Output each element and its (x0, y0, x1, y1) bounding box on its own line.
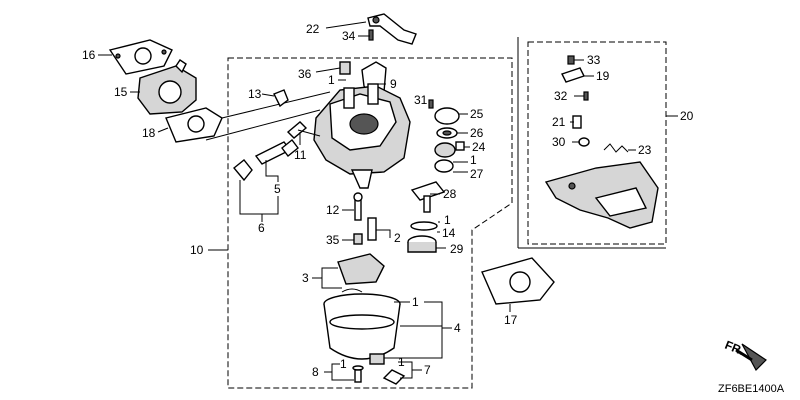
guide-line (205, 109, 321, 141)
valve-29-drawing (407, 235, 437, 253)
callout-16: 16 (82, 48, 96, 62)
callout-15: 15 (114, 85, 128, 99)
carburetor-assembly-boundary (227, 57, 513, 389)
leader-lines (98, 21, 678, 381)
callout-26: 26 (470, 126, 484, 140)
gasket-18-drawing (165, 107, 223, 143)
callout-2: 2 (394, 231, 401, 245)
pilot-screw-11-drawing (286, 121, 321, 139)
callout-9: 9 (390, 77, 397, 91)
bolt-7-drawing (382, 369, 406, 385)
callout-21: 21 (552, 115, 566, 129)
choke-lever-22-drawing (367, 13, 417, 45)
callout-20: 20 (680, 109, 694, 123)
needle-12-drawing (353, 192, 363, 221)
callout-1-c: 1 (444, 213, 451, 227)
callout-22: 22 (306, 22, 320, 36)
callout-12: 12 (326, 203, 340, 217)
callout-31: 31 (414, 93, 428, 107)
throttle-bracket-20-drawing (544, 161, 659, 229)
callout-14: 14 (442, 226, 456, 240)
callout-1-b: 1 (470, 153, 477, 167)
callout-23: 23 (638, 143, 652, 157)
callout-labels: 22 34 16 15 18 36 1 9 13 31 25 26 24 1 2… (82, 22, 785, 395)
diagram-code: ZF6BE1400A (718, 383, 785, 395)
callout-36: 36 (298, 67, 312, 81)
direction-arrow-icon (735, 343, 767, 371)
jets-drawing (353, 217, 377, 245)
callout-18: 18 (142, 126, 156, 140)
callout-1-e: 1 (340, 357, 347, 371)
callout-4: 4 (454, 321, 461, 335)
callout-10: 10 (190, 243, 204, 257)
callout-8: 8 (312, 365, 319, 379)
gasket-17-drawing (481, 257, 555, 305)
gasket-16-drawing (108, 39, 173, 75)
callout-27: 27 (470, 167, 484, 181)
spring-6-drawing (233, 159, 253, 182)
callout-24: 24 (472, 140, 486, 154)
small-parts-20-group (561, 55, 629, 153)
callout-35: 35 (326, 233, 340, 247)
callout-6: 6 (258, 221, 265, 235)
insulator-15-drawing (137, 59, 197, 115)
callout-28: 28 (443, 187, 457, 201)
guide-line (221, 91, 331, 119)
callout-5: 5 (274, 182, 281, 196)
carburetor-body-drawing (313, 83, 411, 189)
callout-11: 11 (294, 148, 307, 162)
float-28-drawing (410, 181, 446, 213)
float-3-drawing (337, 253, 385, 293)
callout-19: 19 (596, 69, 610, 83)
throttle-stop-screw-5-drawing (254, 139, 299, 165)
callout-33: 33 (587, 53, 601, 67)
callout-1-a: 1 (328, 73, 335, 87)
callout-17: 17 (504, 313, 518, 327)
callout-32: 32 (554, 89, 568, 103)
callout-29: 29 (450, 242, 464, 256)
callout-1-f: 1 (398, 355, 405, 369)
float-chamber-4-drawing (323, 293, 401, 365)
seal-14-drawing (410, 221, 438, 231)
callout-1-d: 1 (412, 295, 419, 309)
callout-34: 34 (342, 29, 356, 43)
direction-label: FR. (723, 338, 746, 358)
callout-7: 7 (424, 363, 431, 377)
clip-13-drawing (273, 89, 289, 108)
throttle-assembly-boundary (517, 37, 667, 249)
diaphragm-stack-drawing (428, 99, 465, 173)
drain-screw-8-drawing (352, 365, 364, 383)
callout-3: 3 (302, 271, 309, 285)
callout-13: 13 (248, 87, 262, 101)
callout-30: 30 (552, 135, 566, 149)
callout-25: 25 (470, 107, 484, 121)
